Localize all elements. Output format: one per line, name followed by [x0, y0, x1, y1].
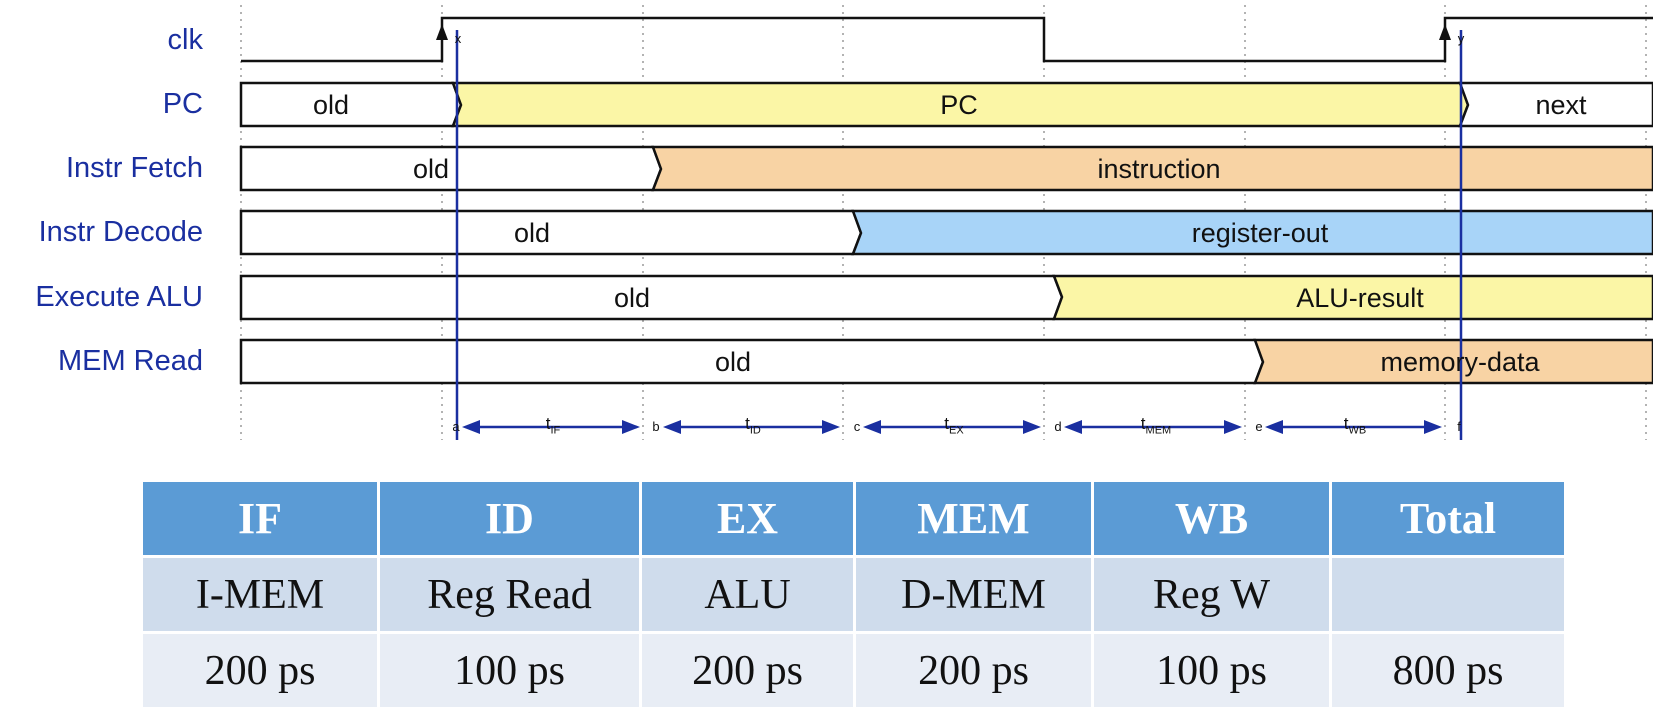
- table-header-cell: Total: [1332, 482, 1567, 558]
- clock-mark-y: y: [1457, 31, 1465, 46]
- interval-label-wb: tWB: [1343, 414, 1367, 437]
- mem-read-old-text: old: [714, 347, 752, 377]
- table-header-cell: IF: [143, 482, 380, 558]
- clk-edge-arrow-y: [1439, 24, 1451, 40]
- interval-arrows: [462, 420, 1442, 434]
- table-cell: ALU: [642, 558, 856, 634]
- table-header-row: IF ID EX MEM WB Total: [143, 482, 1567, 558]
- mem-read-bus: [239, 338, 1653, 385]
- time-point-a: a: [452, 419, 460, 434]
- table-cell: 200 ps: [856, 634, 1094, 710]
- timing-diagram: [239, 5, 1653, 440]
- table-cell: I-MEM: [143, 558, 380, 634]
- pc-value-text: PC: [940, 90, 978, 120]
- table-cell: 200 ps: [143, 634, 380, 710]
- interval-label-mem: tMEM: [1140, 414, 1172, 437]
- time-point-d: d: [1054, 419, 1062, 434]
- instr-fetch-bus: [239, 145, 1653, 192]
- table-header-cell: MEM: [856, 482, 1094, 558]
- clk-edge-arrow-x: [436, 24, 448, 40]
- interval-label-ex: tEX: [944, 414, 964, 437]
- execute-alu-old-text: old: [613, 283, 651, 313]
- execute-alu-result-text: ALU-result: [1296, 283, 1424, 313]
- mem-read-memory-data-text: memory-data: [1380, 347, 1540, 377]
- time-point-f: f: [1457, 419, 1461, 434]
- table-row: I-MEM Reg Read ALU D-MEM Reg W: [143, 558, 1567, 634]
- table-header-cell: ID: [380, 482, 642, 558]
- table-cell: 800 ps: [1332, 634, 1567, 710]
- table-row: 200 ps 100 ps 200 ps 200 ps 100 ps 800 p…: [143, 634, 1567, 710]
- time-point-e: e: [1255, 419, 1263, 434]
- clock-mark-x: x: [454, 31, 462, 46]
- table-cell: D-MEM: [856, 558, 1094, 634]
- instr-decode-old-text: old: [513, 218, 551, 248]
- pc-old-text: old: [312, 90, 350, 120]
- interval-label-id: tID: [745, 414, 761, 437]
- table-cell: [1332, 558, 1567, 634]
- time-point-c: c: [853, 419, 861, 434]
- signal-label-instr-decode: Instr Decode: [38, 216, 203, 248]
- execute-alu-bus: [239, 274, 1653, 321]
- instr-decode-bus: [239, 209, 1653, 256]
- table-cell: 100 ps: [1094, 634, 1332, 710]
- instr-fetch-old-text: old: [412, 154, 450, 184]
- instr-decode-register-out-text: register-out: [1191, 218, 1329, 248]
- table-cell: Reg Read: [380, 558, 642, 634]
- signal-label-execute-alu: Execute ALU: [35, 281, 203, 313]
- table-cell: 200 ps: [642, 634, 856, 710]
- table-header-cell: WB: [1094, 482, 1332, 558]
- pc-next-text: next: [1535, 90, 1587, 120]
- interval-label-if: tIF: [545, 414, 561, 437]
- stage-latency-table: IF ID EX MEM WB Total I-MEM Reg Read ALU…: [143, 482, 1567, 710]
- table-cell: 100 ps: [380, 634, 642, 710]
- pc-bus: [239, 81, 1653, 128]
- instr-fetch-instruction-text: instruction: [1097, 154, 1221, 184]
- table-cell: Reg W: [1094, 558, 1332, 634]
- table-header-cell: EX: [642, 482, 856, 558]
- signal-label-clk: clk: [167, 24, 203, 56]
- signal-label-instr-fetch: Instr Fetch: [66, 152, 203, 184]
- signal-label-mem-read: MEM Read: [57, 345, 203, 377]
- signal-label-pc: PC: [162, 88, 203, 120]
- time-point-b: b: [652, 419, 660, 434]
